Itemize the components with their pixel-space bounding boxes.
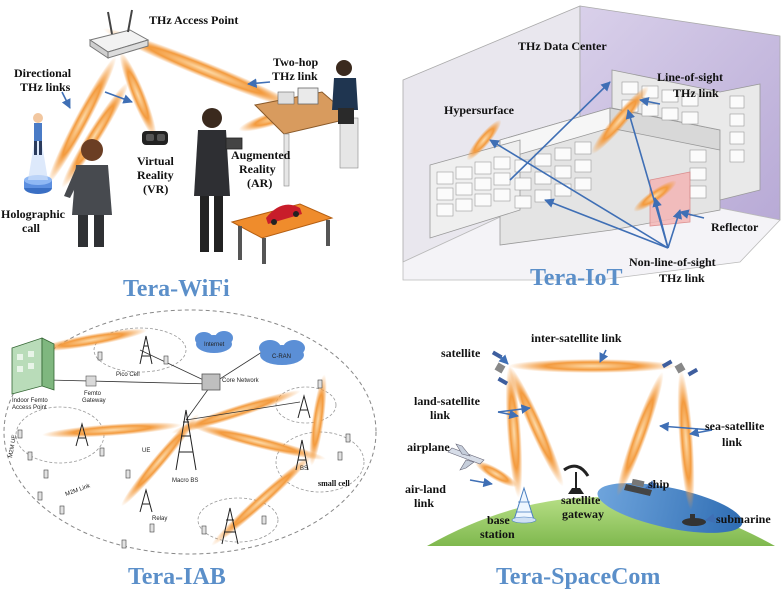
panel-title-tera-spacecom: Tera-SpaceCom bbox=[496, 564, 660, 590]
panel-tera-iot: THz Data Center Hypersurface Line-of-sig… bbox=[402, 5, 781, 291]
label-vr-1: Virtual bbox=[137, 154, 175, 168]
label-two-hop-1: Two-hop bbox=[273, 55, 318, 69]
panel-tera-iab: Pico Cell Internet C-RAN Core Network In… bbox=[3, 309, 377, 590]
label-reflector: Reflector bbox=[711, 220, 759, 234]
iot-link-lines bbox=[489, 81, 705, 249]
satellite-left bbox=[491, 350, 509, 386]
panel-title-tera-iab: Tera-IAB bbox=[128, 564, 226, 590]
panel-tera-spacecom: satellite inter-satellite link land-sate… bbox=[405, 331, 775, 590]
label-base-station-1: base bbox=[487, 513, 510, 527]
label-small-cell: small cell bbox=[318, 479, 351, 488]
label-vr-3: (VR) bbox=[143, 182, 168, 196]
airplane-icon bbox=[447, 443, 485, 471]
panel-title-tera-iot: Tera-IoT bbox=[530, 265, 622, 291]
label-base-station-2: station bbox=[480, 527, 515, 541]
label-femto-gateway-2: Gateway bbox=[82, 398, 106, 404]
wifi-arrows bbox=[61, 78, 271, 109]
label-two-hop-2: THz link bbox=[272, 69, 318, 83]
label-cran: C-RAN bbox=[272, 354, 291, 360]
label-air-land-2: link bbox=[414, 496, 434, 510]
panel-title-tera-wifi: Tera-WiFi bbox=[123, 276, 230, 302]
label-pico-cell: Pico Cell bbox=[116, 372, 140, 378]
submarine-icon bbox=[682, 514, 706, 526]
label-thz-access-point: THz Access Point bbox=[149, 13, 238, 27]
beam-hypersurface bbox=[466, 119, 502, 161]
label-ue: UE bbox=[142, 448, 150, 454]
label-ship: ship bbox=[648, 477, 670, 491]
label-indoor-femto-2: Access Point bbox=[12, 405, 47, 411]
beam-ap-desk bbox=[102, 28, 308, 112]
base-station-tower bbox=[511, 486, 537, 524]
label-holo-2: call bbox=[22, 221, 41, 235]
person-grey-suit bbox=[64, 139, 112, 247]
internet-cloud bbox=[195, 331, 233, 353]
iab-towers bbox=[75, 335, 311, 545]
label-submarine: submarine bbox=[716, 512, 771, 526]
office-desk bbox=[253, 60, 359, 187]
satellite-dish-gateway bbox=[563, 464, 590, 494]
label-inter-satellite-link: inter-satellite link bbox=[531, 331, 622, 345]
label-sea-sat-2: link bbox=[722, 435, 742, 449]
label-indoor-femto-1: Indoor Femto bbox=[12, 398, 48, 404]
label-relay: Relay bbox=[152, 516, 167, 522]
label-air-land-1: air-land bbox=[405, 482, 446, 496]
satellite-right bbox=[661, 359, 699, 377]
label-land-sat-2: link bbox=[430, 408, 450, 422]
label-bs: BS bbox=[300, 466, 308, 472]
ship-icon bbox=[624, 478, 652, 496]
person-with-tablet bbox=[194, 108, 243, 252]
indoor-femto-building bbox=[11, 337, 55, 395]
label-hypersurface: Hypersurface bbox=[444, 103, 515, 117]
label-sat-gateway-1: satellite bbox=[561, 493, 601, 507]
label-internet: Internet bbox=[204, 342, 225, 348]
beam-ap-vr bbox=[119, 52, 157, 138]
label-directional-2: THz links bbox=[20, 80, 71, 94]
label-satellite: satellite bbox=[441, 346, 481, 360]
iab-user-devices bbox=[17, 351, 351, 549]
label-directional-1: Directional bbox=[14, 66, 72, 80]
label-m2m-ue: M2M UE bbox=[8, 434, 18, 458]
access-point-router bbox=[88, 9, 150, 59]
label-airplane: airplane bbox=[407, 440, 450, 454]
femto-gateway-box bbox=[85, 375, 97, 387]
label-ar-2: Reality bbox=[239, 162, 276, 176]
label-sea-sat-1: sea-satellite bbox=[705, 419, 765, 433]
vr-headset bbox=[142, 131, 168, 145]
label-femto-gateway-1: Femto bbox=[84, 391, 102, 397]
label-land-sat-1: land-satellite bbox=[414, 394, 481, 408]
label-holo-1: Holographic bbox=[1, 207, 66, 221]
label-los-2: THz link bbox=[673, 86, 719, 100]
label-ar-1: Augmented bbox=[231, 148, 291, 162]
label-macro-bs: Macro BS bbox=[172, 478, 198, 484]
spacecom-beams bbox=[475, 359, 695, 510]
label-ar-3: (AR) bbox=[247, 176, 272, 190]
beam-ap-holo bbox=[47, 56, 117, 184]
label-vr-2: Reality bbox=[137, 168, 174, 182]
panel-tera-wifi: THz Access Point Directional THz links T… bbox=[1, 9, 359, 302]
ar-table-car bbox=[230, 203, 334, 264]
label-nlos-1: Non-line-of-sight bbox=[629, 255, 716, 269]
core-network-server bbox=[201, 373, 221, 391]
label-los-1: Line-of-sight bbox=[657, 70, 723, 84]
holographic-call-figure bbox=[24, 113, 52, 194]
label-sat-gateway-2: gateway bbox=[562, 507, 604, 521]
spacecom-arrows bbox=[469, 349, 717, 524]
beam-ap-person bbox=[61, 82, 129, 188]
label-nlos-2: THz link bbox=[659, 271, 705, 285]
beam-reflector bbox=[633, 180, 677, 212]
beam-line-of-sight bbox=[591, 85, 649, 155]
label-core-network: Core Network bbox=[222, 378, 260, 384]
label-thz-data-center: THz Data Center bbox=[518, 39, 607, 53]
cran-cloud bbox=[259, 340, 305, 365]
ground-arc bbox=[427, 497, 775, 546]
